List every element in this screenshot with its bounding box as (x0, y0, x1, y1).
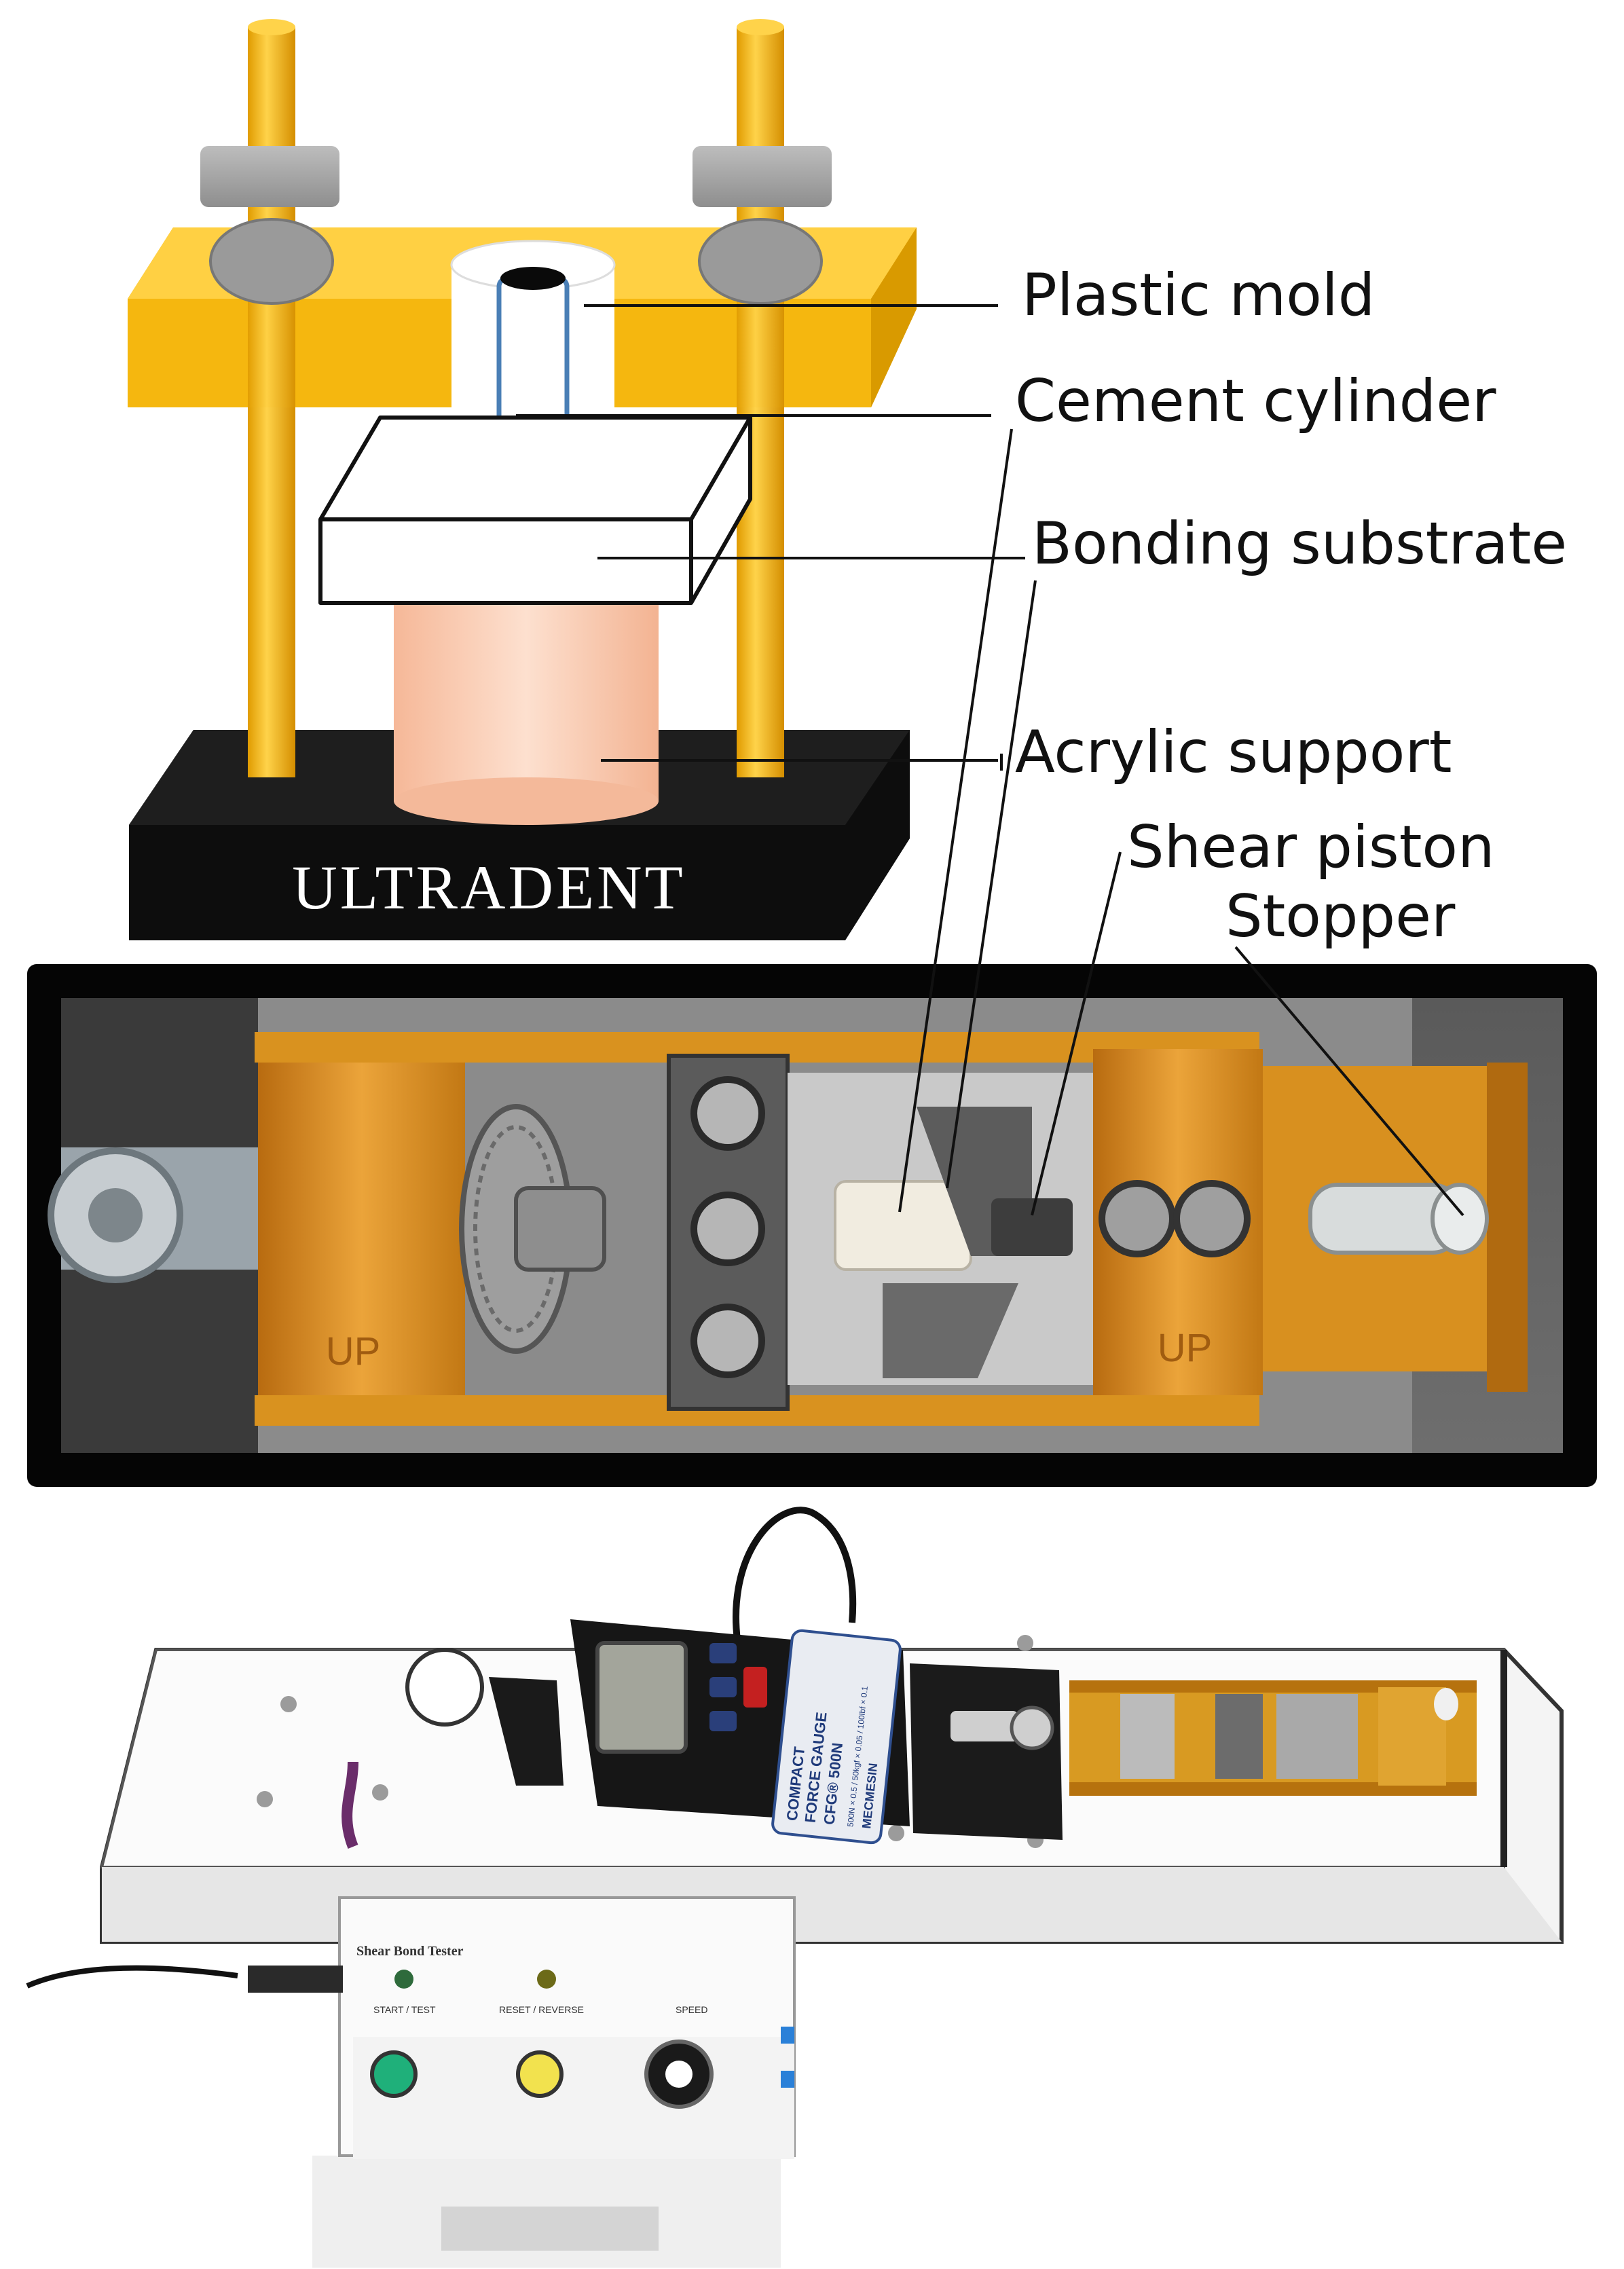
label-cement-cylinder: Cement cylinder (1015, 367, 1496, 435)
up-marking-right: UP (1158, 1326, 1213, 1370)
acrylic-support (394, 584, 659, 825)
label-plastic-mold: Plastic mold (1022, 261, 1376, 329)
machine-clamp (342, 1648, 564, 1849)
reset-indicator-led (537, 1970, 556, 1989)
start-test-label: START / TEST (373, 2004, 436, 2015)
photo-specimen-holder (788, 1073, 1093, 1385)
jig-photo-panel: UP UP (27, 964, 1597, 1487)
jig-base: ULTRADENT (129, 730, 910, 940)
reset-button[interactable] (516, 2050, 564, 2098)
control-panel: Shear Bond Tester START / TEST RESET / R… (248, 1896, 796, 2268)
leader-cement-cylinder-photo (898, 428, 1013, 1213)
ultradent-jig-schematic: ULTRADENT (128, 19, 917, 940)
photo-left-brass-block: UP (258, 1063, 465, 1395)
control-panel-title: Shear Bond Tester (356, 1944, 464, 1959)
leader-shear-piston (1031, 851, 1122, 1216)
leader-bonding-substrate-photo (946, 580, 1037, 1189)
label-shear-piston: Shear piston (1127, 813, 1495, 881)
reset-reverse-label: RESET / REVERSE (499, 2004, 584, 2015)
start-indicator-led (394, 1970, 413, 1989)
photo-hinge (48, 1147, 265, 1283)
label-acrylic-support: Acrylic support (1015, 718, 1452, 786)
force-gauge: COMPACT FORCE GAUGE CFG® 500N 500N × 0.5… (570, 1619, 1063, 1845)
machine-jig (1069, 1680, 1477, 1796)
left-washer (209, 218, 334, 305)
leader-lines (516, 304, 1464, 1217)
up-marking-left: UP (326, 1329, 381, 1373)
label-bonding-substrate: Bonding substrate (1032, 510, 1568, 578)
photo-screw-plate (667, 1054, 790, 1411)
leader-stopper (1234, 946, 1464, 1217)
start-button[interactable] (370, 2050, 418, 2098)
right-washer (698, 218, 823, 305)
jig-upper-nuts (200, 146, 832, 207)
photo-stopper-bracket (1263, 1063, 1528, 1392)
photo-right-brass-block: UP (1093, 1049, 1263, 1395)
shear-bond-tester-machine: COMPACT FORCE GAUGE CFG® 500N 500N × 0.5… (26, 1507, 1564, 2268)
photo-knurled-knob (459, 1104, 606, 1354)
jig-brand-label: ULTRADENT (292, 853, 685, 922)
speed-label: SPEED (676, 2004, 707, 2015)
bonding-substrate (318, 416, 752, 605)
label-stopper: Stopper (1225, 883, 1456, 951)
